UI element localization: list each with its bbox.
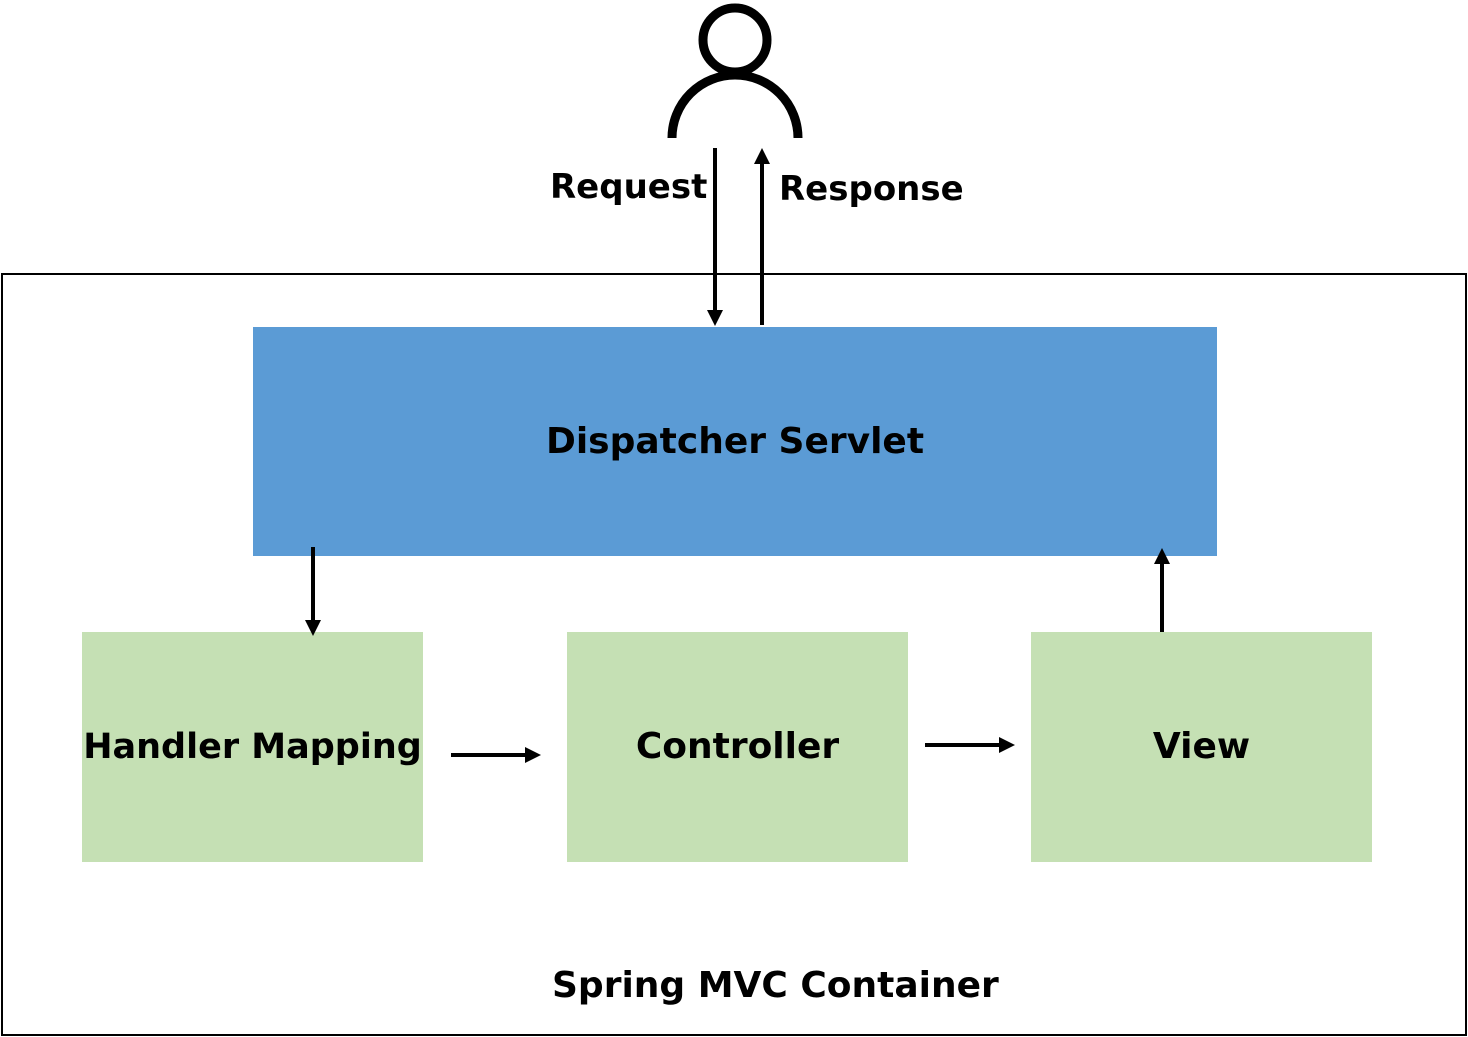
view-box: View [1031, 632, 1372, 862]
handler-mapping-box: Handler Mapping [82, 632, 423, 862]
view-to-dispatcher-arrow [1154, 548, 1170, 632]
controller-to-view-arrow [925, 737, 1015, 753]
dispatcher-to-handler-arrow [305, 547, 321, 636]
request-arrow [707, 148, 723, 326]
controller-box: Controller [567, 632, 908, 862]
view-label: View [1152, 726, 1251, 767]
dispatcher-servlet-box: Dispatcher Servlet [253, 327, 1217, 556]
container-label: Spring MVC Container [552, 965, 999, 1006]
user-icon [667, 3, 803, 139]
response-arrow [754, 148, 770, 325]
dispatcher-servlet-label: Dispatcher Servlet [545, 420, 925, 462]
request-label: Request [550, 167, 708, 207]
response-label: Response [779, 169, 964, 209]
controller-label: Controller [635, 726, 840, 767]
handler-to-controller-arrow [451, 747, 541, 763]
handler-mapping-label: Handler Mapping [83, 726, 422, 767]
